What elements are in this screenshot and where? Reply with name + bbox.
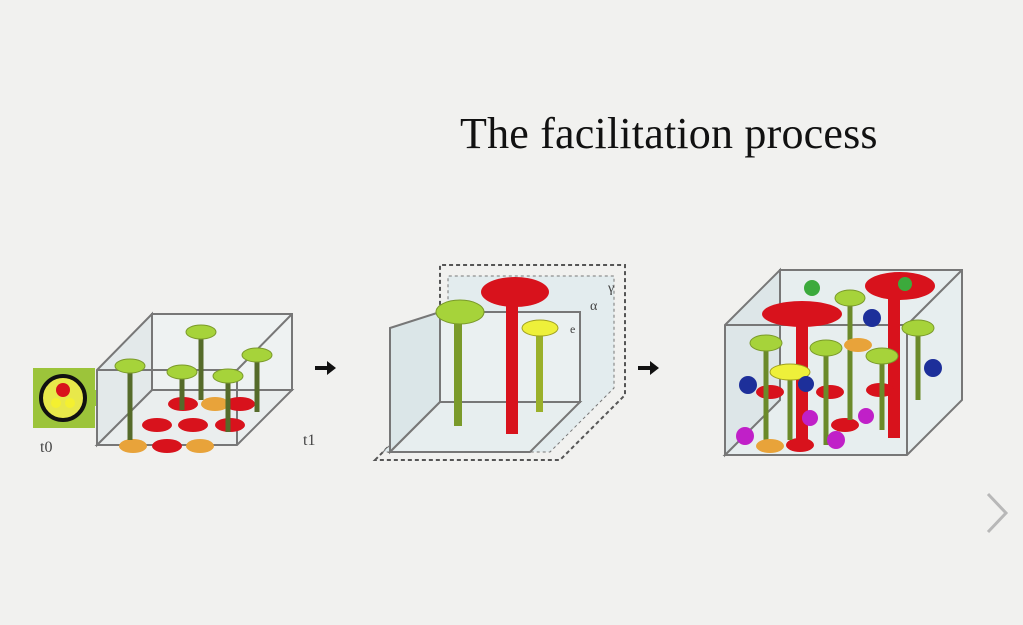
chevron-right-icon[interactable] [978, 488, 1014, 538]
panel-facilitated-community [722, 267, 963, 458]
alpha-label: α [590, 299, 598, 314]
slide-title: The facilitation process [460, 109, 878, 158]
arrow-right-icon [638, 361, 659, 375]
seed-circle [39, 374, 87, 422]
gamma-label: γ [607, 281, 614, 296]
e-label: e [570, 322, 575, 336]
arrow-right-icon [315, 361, 336, 375]
time-label-t1: t1 [303, 432, 315, 449]
time-label-t0: t0 [40, 439, 52, 456]
panel-niche-space: γ α e [372, 264, 626, 461]
panel-initial-state: t0 t1 [33, 311, 315, 456]
